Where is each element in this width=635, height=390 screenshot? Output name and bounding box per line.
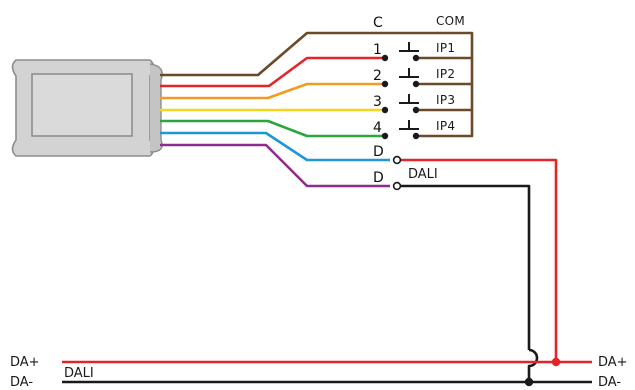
junction-dali-plus [551, 357, 561, 367]
wire-brown-common [160, 31, 474, 138]
label-2: 2 [373, 68, 382, 84]
label-d-bottom: D [373, 170, 384, 186]
label-da-minus-left: DA- [10, 375, 33, 390]
input-module-device [11, 59, 163, 157]
label-ip1: IP1 [436, 41, 455, 55]
label-com: COM [436, 14, 465, 28]
label-ip2: IP2 [436, 67, 455, 81]
pushbutton-ip2 [381, 68, 420, 88]
wire-crossover-hop [527, 348, 539, 382]
label-c: C [373, 15, 383, 31]
wire-green-input4 [160, 119, 383, 138]
label-dali-top: DALI [408, 167, 438, 182]
label-ip4: IP4 [436, 119, 455, 133]
pushbutton-ip4 [381, 120, 420, 140]
wire-red-dali-plus-link [401, 158, 558, 362]
junction-dali-minus [524, 377, 534, 387]
wire-black-dali-minus-link [401, 184, 531, 350]
wire-blue-dali-plus [160, 131, 390, 162]
label-dali-bus: DALI [64, 366, 94, 381]
label-d-top: D [373, 144, 384, 160]
module-right-edge [149, 63, 163, 153]
label-1: 1 [373, 42, 382, 58]
label-da-minus-right: DA- [598, 375, 621, 390]
wire-purple-dali-minus [160, 143, 390, 188]
label-da-plus-right: DA+ [598, 355, 628, 370]
terminal-d-minus [392, 181, 402, 191]
pushbutton-ip1 [381, 42, 420, 62]
label-3: 3 [373, 94, 382, 110]
wire-orange-input2 [160, 82, 383, 100]
wire-red-input1 [160, 56, 383, 88]
label-4: 4 [373, 120, 382, 136]
pushbutton-ip3 [381, 94, 420, 114]
module-label-window [31, 73, 133, 137]
label-ip3: IP3 [436, 93, 455, 107]
terminal-d-plus [392, 155, 402, 165]
label-da-plus-left: DA+ [10, 355, 40, 370]
